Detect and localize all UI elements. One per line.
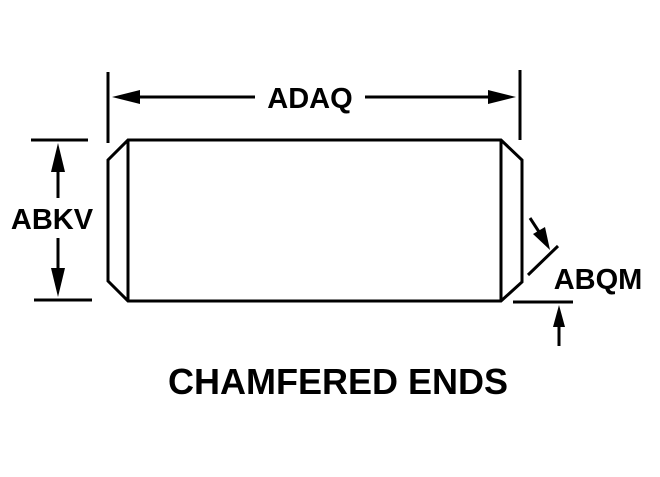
arrowhead-left (112, 90, 140, 104)
length-label: ADAQ (267, 83, 352, 115)
chamfer-extension-diagonal (526, 244, 560, 277)
arrowhead-chamfer-diagonal (533, 227, 550, 250)
diagram-title: CHAMFERED ENDS (168, 361, 508, 402)
diameter-label: ABKV (11, 204, 94, 236)
arrowhead-up (51, 143, 65, 172)
arrowhead-down (51, 268, 65, 297)
arrowhead-right (488, 90, 516, 104)
pin-body-outline (106, 138, 524, 303)
arrowhead-chamfer-up (553, 305, 565, 327)
chamfer-label: ABQM (554, 264, 643, 296)
